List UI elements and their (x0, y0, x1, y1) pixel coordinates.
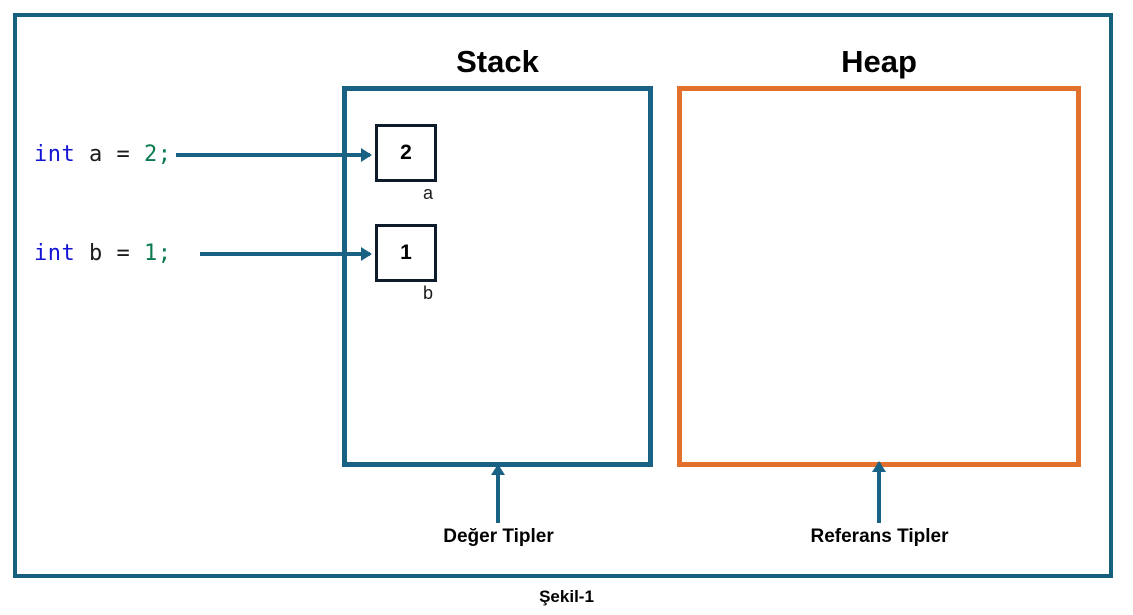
code-identifier: a = (75, 142, 144, 167)
stack-slot-label-b: b (422, 283, 433, 303)
code-literal: 1; (143, 241, 172, 266)
code-line-declaration-a: int a = 2; (34, 142, 171, 167)
callout-label-stack: Değer Tipler (443, 526, 554, 547)
stack-region-title: Stack (456, 44, 539, 79)
stack-slot-b: 1 (375, 224, 437, 282)
stack-slot-label-a: a (422, 183, 433, 203)
code-literal: 2; (143, 142, 172, 167)
arrow-callout-heap (877, 463, 881, 523)
heap-region-title: Heap (841, 44, 917, 79)
code-keyword: int (34, 241, 76, 266)
arrow-code-to-slot-a (176, 153, 370, 157)
diagram-outer-frame (13, 13, 1113, 578)
arrow-callout-stack (496, 466, 500, 523)
figure-caption: Şekil-1 (539, 587, 594, 606)
arrow-code-to-slot-b (200, 252, 370, 256)
code-identifier: b = (75, 241, 144, 266)
stack-slot-a: 2 (375, 124, 437, 182)
heap-region-box (677, 86, 1081, 467)
code-line-declaration-b: int b = 1; (34, 241, 171, 266)
code-keyword: int (34, 142, 76, 167)
callout-label-heap: Referans Tipler (810, 526, 949, 547)
